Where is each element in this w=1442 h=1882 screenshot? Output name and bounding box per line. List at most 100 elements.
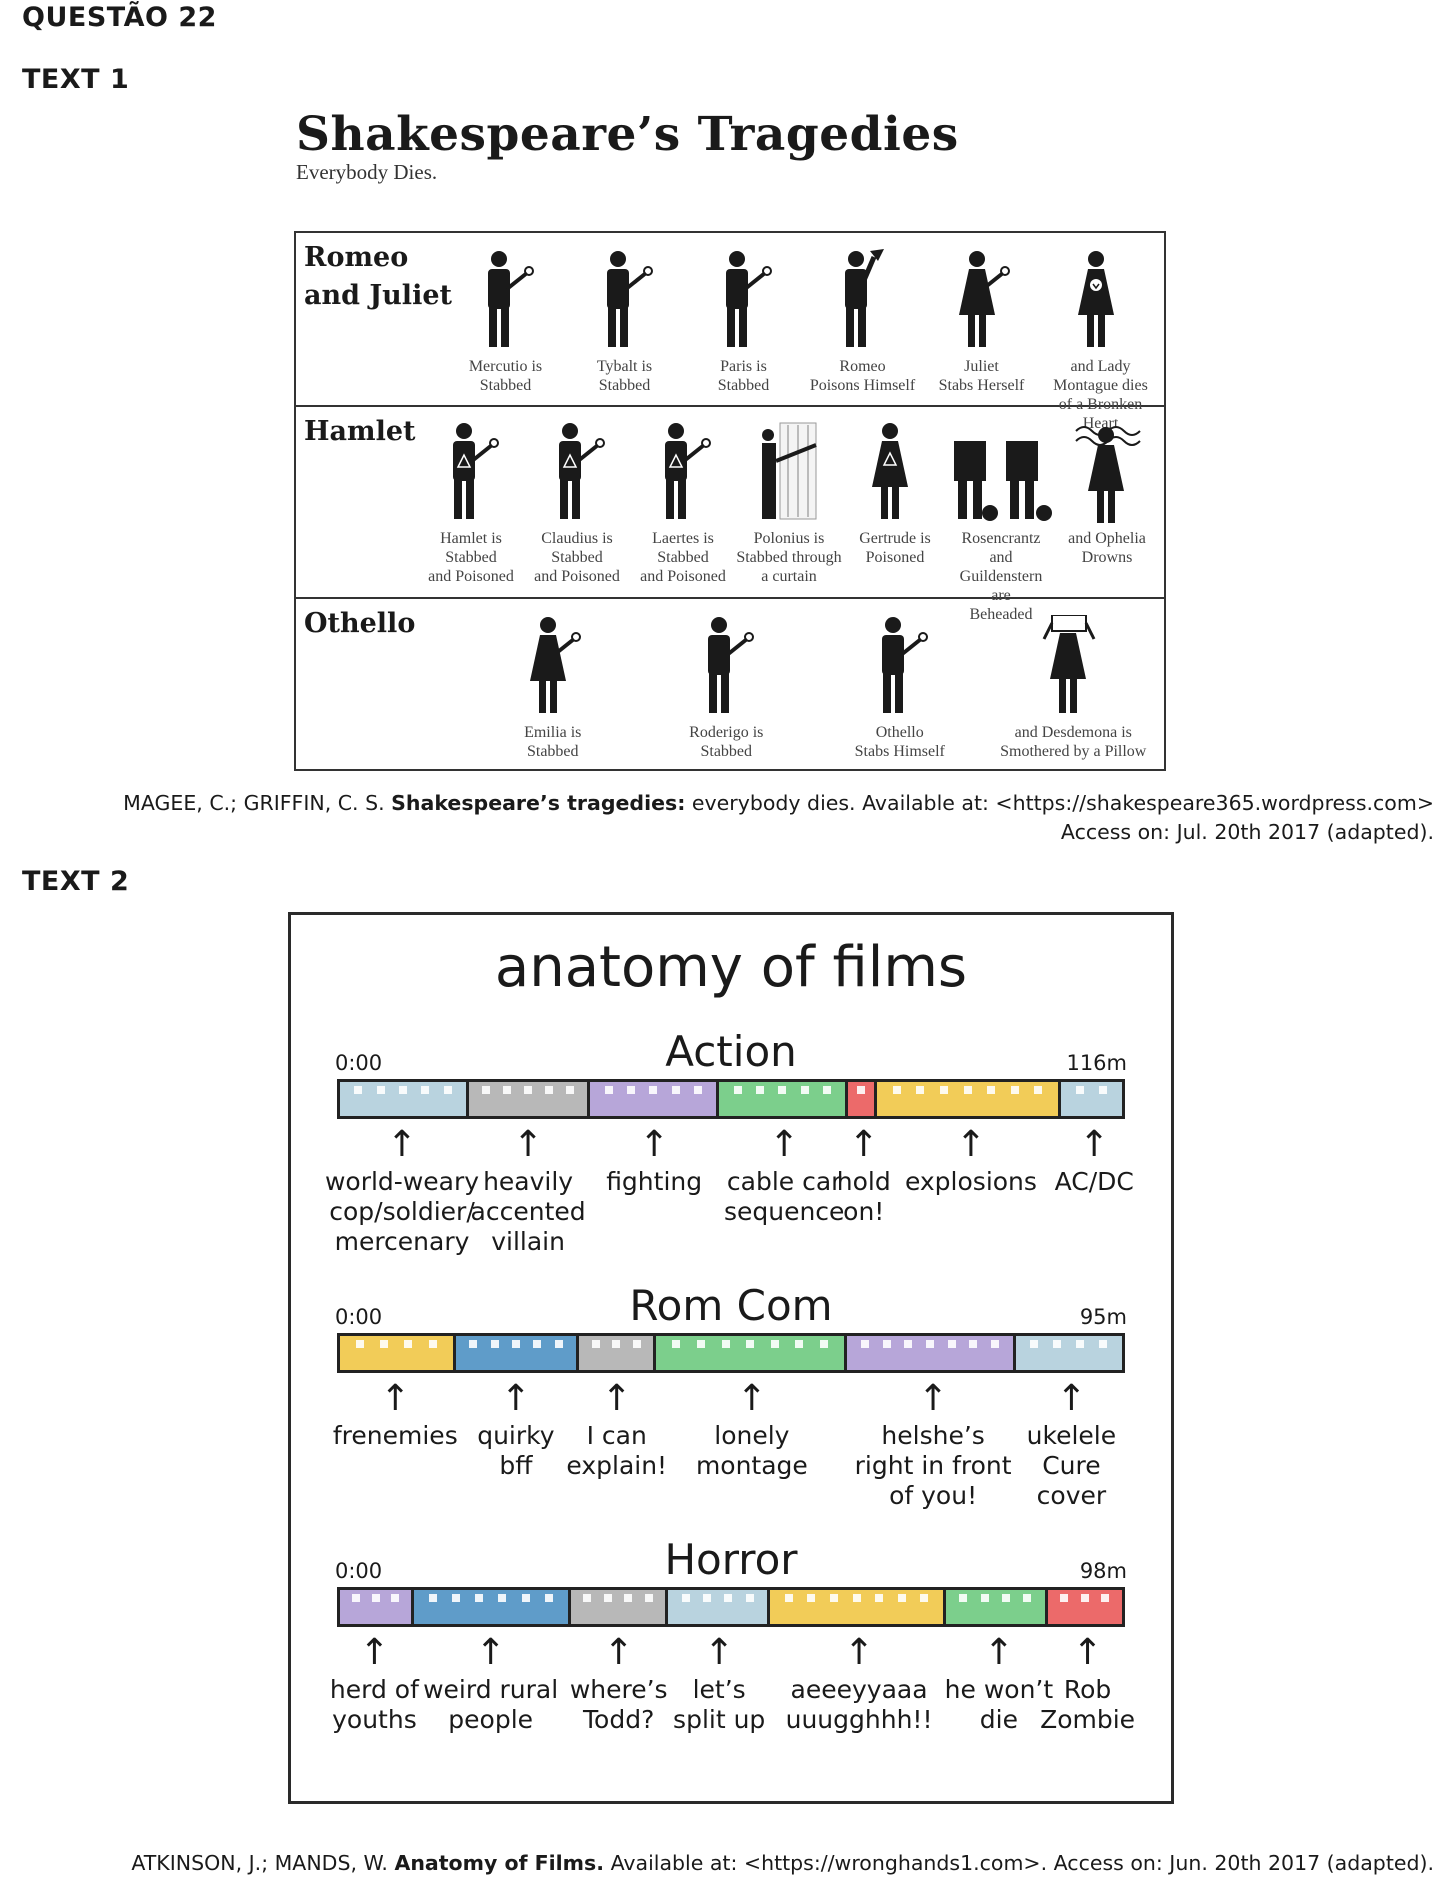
- text2-heading: TEXT 2: [22, 866, 130, 897]
- stabbed-man-icon: [881, 617, 928, 713]
- death-caption: Polonius is Stabbed through a curtain: [736, 530, 842, 585]
- death-caption: Othello Stabs Himself: [854, 724, 945, 760]
- film-segment: [469, 1082, 591, 1116]
- up-arrow-icon: ↑: [769, 1124, 800, 1165]
- film-segment: [946, 1590, 1048, 1624]
- segment-label: ↑fighting: [606, 1125, 702, 1197]
- segment-label: ↑cable car sequence: [724, 1125, 844, 1227]
- up-arrow-icon: ↑: [704, 1632, 735, 1673]
- stabbed-poisoned-man-icon: [559, 423, 605, 519]
- segment-label-text: cable car sequence: [723, 1167, 845, 1226]
- segment-label: ↑herd of youths: [330, 1633, 419, 1735]
- segment-label-text: hold on!: [836, 1167, 891, 1226]
- death-caption: Tybalt is Stabbed: [596, 358, 653, 394]
- segment-label: ↑where’s Todd?: [570, 1633, 668, 1735]
- stabbed-poisoned-man-icon: [453, 423, 499, 519]
- text1-citation: MAGEE, C.; GRIFFIN, C. S. Shakespeare’s …: [123, 789, 1434, 847]
- film-segment: [877, 1082, 1061, 1116]
- death-entry: Mercutio is Stabbed: [446, 249, 565, 395]
- shakespeare-infographic: Shakespeare’s Tragedies Everybody Dies. …: [294, 108, 1166, 771]
- stabbed-man-icon: [606, 251, 653, 347]
- film-segment: [455, 1336, 580, 1370]
- death-caption: Rosencrantz and Guildenstern are Beheade…: [959, 530, 1043, 623]
- up-arrow-icon: ↑: [359, 1632, 390, 1673]
- segment-label-text: quirky bff: [477, 1421, 555, 1480]
- text1-citation-line2: Access on: Jul. 20th 2017 (adapted).: [1060, 820, 1434, 844]
- film-segment: [579, 1336, 656, 1370]
- comic-title: anatomy of films: [494, 935, 968, 1000]
- end-time: 95m: [1079, 1305, 1127, 1329]
- death-entry: Roderigo is Stabbed: [640, 615, 814, 761]
- up-arrow-icon: ↑: [1056, 1378, 1087, 1419]
- broken-heart-woman-icon: [1077, 251, 1114, 347]
- smothered-woman-icon: [1042, 615, 1096, 713]
- film-segment: [847, 1336, 1016, 1370]
- segment-label: ↑explosions: [905, 1125, 1037, 1197]
- up-arrow-icon: ↑: [843, 1632, 875, 1673]
- death-caption: and Ophelia Drowns: [1068, 530, 1146, 566]
- citation-title: Shakespeare’s tragedies:: [391, 791, 686, 815]
- death-caption: and Desdemona is Smothered by a Pillow: [1000, 724, 1147, 760]
- segment-label-text: explosions: [904, 1167, 1037, 1196]
- death-caption: Juliet Stabs Herself: [938, 358, 1025, 394]
- segment-label: ↑he won’t die: [945, 1633, 1054, 1735]
- film-strip: [337, 1587, 1125, 1627]
- genre-title: Rom Com: [629, 1281, 833, 1330]
- up-arrow-icon: ↑: [601, 1378, 632, 1419]
- stabbed-man-icon: [487, 251, 534, 347]
- death-caption: Hamlet is Stabbed and Poisoned: [428, 530, 514, 585]
- segment-label-text: where’s Todd?: [569, 1675, 668, 1734]
- text2-citation: ATKINSON, J.; MANDS, W. Anatomy of Films…: [131, 1849, 1434, 1878]
- segment-label: ↑lonely montage: [696, 1379, 808, 1481]
- film-segment: [719, 1082, 849, 1116]
- up-arrow-icon: ↑: [848, 1124, 879, 1165]
- segment-label-text: I can explain!: [566, 1421, 668, 1480]
- death-caption: Mercutio is Stabbed: [468, 358, 543, 394]
- death-caption: Gertrude is Poisoned: [859, 530, 931, 566]
- segment-label: ↑frenemies: [333, 1379, 458, 1451]
- play-name: Romeo and Juliet: [304, 242, 452, 311]
- segment-label: ↑Rob Zombie: [1040, 1633, 1135, 1735]
- infographic-subtitle: Everybody Dies.: [296, 160, 438, 184]
- up-arrow-icon: ↑: [475, 1632, 506, 1673]
- stabbed-woman-icon: [529, 617, 581, 713]
- segment-label: ↑aeeeyyaaa uuugghhh!!: [786, 1633, 933, 1735]
- death-entry: Hamlet is Stabbed and Poisoned: [418, 421, 524, 586]
- film-segment: [340, 1082, 470, 1116]
- death-entry: Paris is Stabbed: [684, 249, 803, 395]
- up-arrow-icon: ↑: [639, 1124, 670, 1165]
- stabbed-poisoned-man-icon: [665, 423, 711, 519]
- segment-label: ↑world-weary cop/soldier/ mercenary: [325, 1125, 479, 1257]
- up-arrow-icon: ↑: [380, 1378, 411, 1419]
- segment-label-text: frenemies: [332, 1421, 458, 1450]
- poisoned-man-icon: [844, 249, 884, 347]
- death-entry: Romeo Poisons Himself: [803, 249, 922, 395]
- segment-label: ↑helshe’s right in front of you!: [855, 1379, 1012, 1511]
- play-name: Othello: [304, 608, 416, 639]
- death-entry: Polonius is Stabbed through a curtain: [736, 421, 842, 586]
- stabbed-man-icon: [725, 251, 772, 347]
- segment-label: ↑quirky bff: [477, 1379, 554, 1481]
- up-arrow-icon: ↑: [1072, 1632, 1103, 1673]
- death-caption: Claudius is Stabbed and Poisoned: [534, 530, 620, 585]
- citation-source: Available at: <https://wronghands1.com>.…: [604, 1851, 1434, 1875]
- film-segment: [848, 1082, 878, 1116]
- segment-label-text: fighting: [606, 1167, 703, 1196]
- genre-title: Horror: [664, 1535, 798, 1584]
- segment-label: ↑heavily accented villain: [471, 1125, 586, 1257]
- death-entry: Juliet Stabs Herself: [922, 249, 1041, 395]
- genre-title: Action: [665, 1027, 797, 1076]
- citation-authors: ATKINSON, J.; MANDS, W.: [131, 1851, 395, 1875]
- film-strip: [337, 1333, 1125, 1373]
- up-arrow-icon: ↑: [512, 1124, 544, 1165]
- segment-label-text: weird rural people: [423, 1675, 559, 1734]
- curtain-stab-icon: [762, 422, 817, 520]
- film-segment: [590, 1082, 720, 1116]
- segment-label-text: let’s split up: [673, 1675, 766, 1734]
- beheaded-men-icon: [954, 441, 1052, 521]
